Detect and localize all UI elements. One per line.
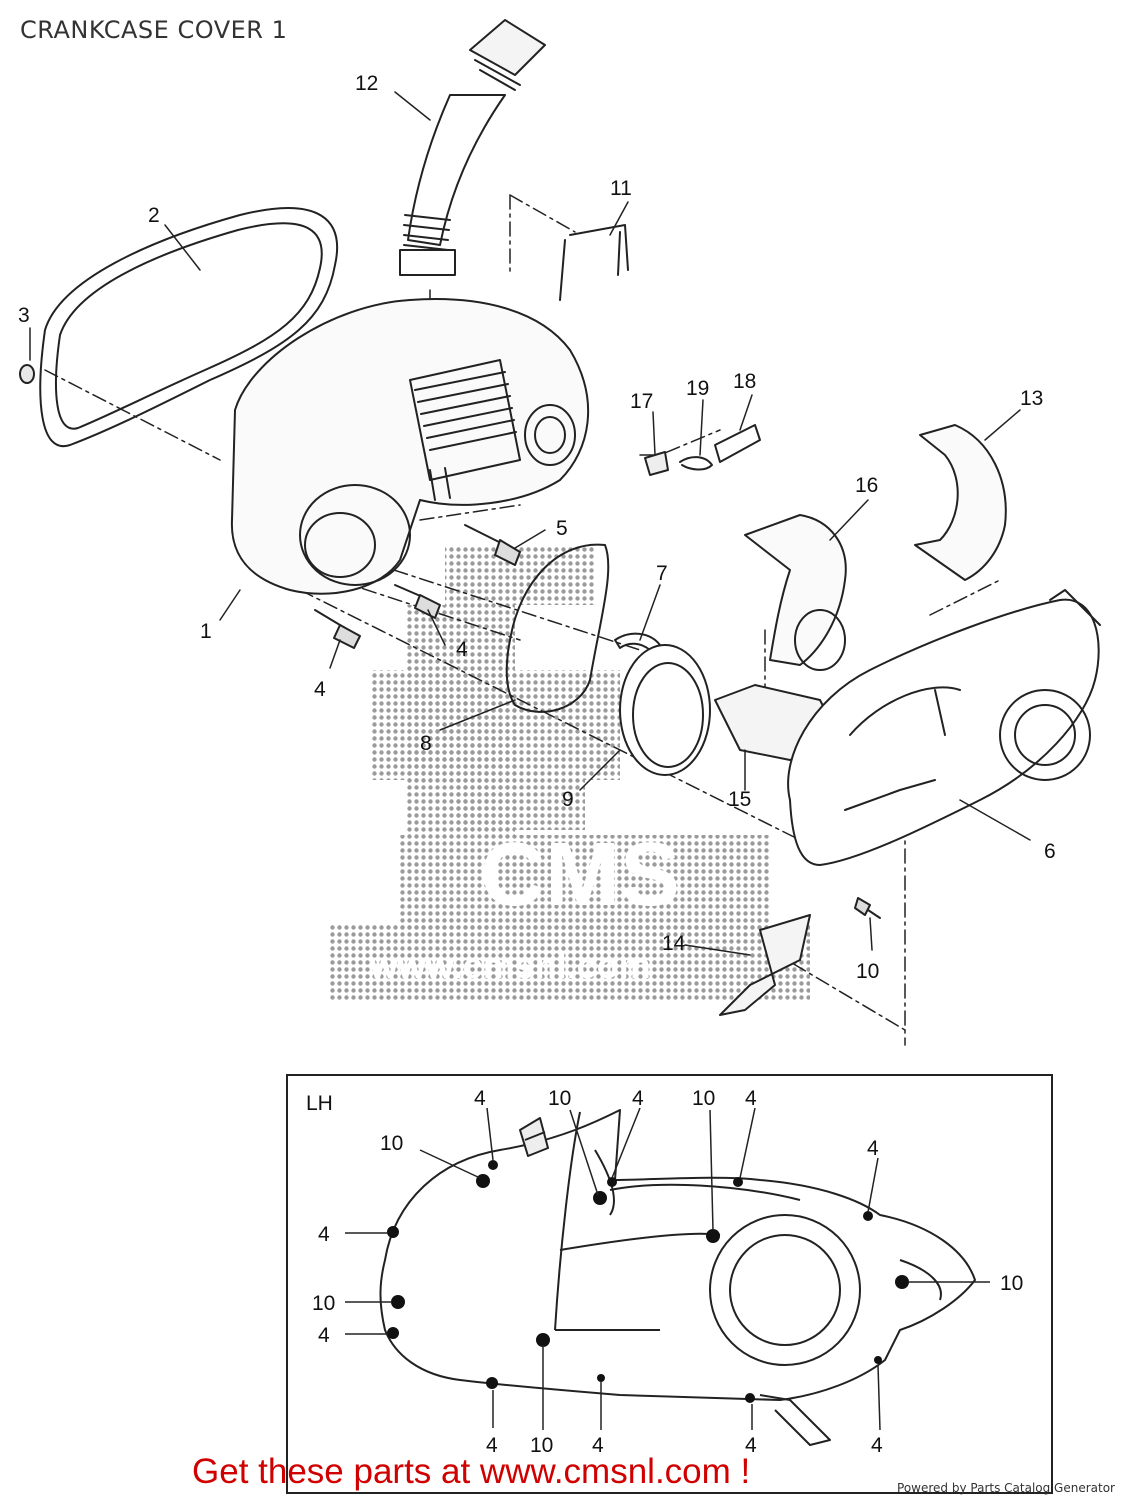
- callout-16: 16: [855, 474, 878, 497]
- callout-4-lower: 4: [314, 678, 326, 701]
- lh-inset: LH: [286, 1074, 1053, 1494]
- inset-right-label-1: 4: [867, 1137, 879, 1160]
- callout-6: 6: [1044, 840, 1056, 863]
- inset-left-label-2: 4: [318, 1223, 330, 1246]
- callout-7: 7: [656, 562, 668, 585]
- callout-14: 14: [662, 932, 686, 955]
- inset-top-label-1: 4: [474, 1087, 486, 1110]
- callout-4-upper: 4: [456, 638, 468, 661]
- page-title: CRANKCASE COVER 1: [20, 16, 288, 44]
- inset-cover-outline: [379, 1109, 976, 1401]
- watermark-subtext: www.cmsnl.com: [369, 945, 651, 986]
- inset-top-label-3: 4: [632, 1087, 644, 1110]
- part-18-pipe: [714, 424, 761, 463]
- part-6-outer-cover: [787, 589, 1101, 866]
- part-2-gasket: [39, 207, 339, 448]
- part-12-intake-duct: [399, 19, 546, 276]
- part-14-bracket: [719, 914, 811, 1016]
- inset-left-label-4: 4: [318, 1324, 330, 1347]
- callout-12: 12: [355, 72, 378, 95]
- powered-by-text: Powered by Parts Catalog Generator: [897, 1481, 1115, 1495]
- callout-8: 8: [420, 732, 432, 755]
- callout-17: 17: [630, 390, 653, 413]
- callout-3: 3: [18, 304, 30, 327]
- inset-top-label-2: 10: [548, 1087, 571, 1110]
- part-19-clip: [679, 456, 713, 471]
- inset-bottom-label-2: 10: [530, 1434, 553, 1457]
- callout-9: 9: [562, 788, 574, 811]
- inset-left-label-3: 10: [312, 1292, 335, 1315]
- callout-5: 5: [556, 517, 568, 540]
- part-8-gasket-ring: [505, 543, 610, 713]
- part-17-fitting: [644, 451, 669, 476]
- inset-bottom-label-5: 4: [871, 1434, 883, 1457]
- part-4-bolt-lower: [314, 609, 361, 649]
- callout-2: 2: [148, 204, 160, 227]
- inset-label: LH: [306, 1092, 333, 1115]
- part-4-bolt-upper: [394, 584, 441, 619]
- callout-leaders: [29, 91, 1031, 956]
- watermark-logo: CMS www.cmsnl.com: [330, 545, 810, 1000]
- part-10-bolt: [854, 897, 881, 919]
- inset-bottom-label-3: 4: [592, 1434, 604, 1457]
- callout-13: 13: [1020, 387, 1043, 410]
- part-9-cap: [619, 644, 711, 776]
- part-11-clip: [559, 224, 629, 301]
- get-parts-link[interactable]: Get these parts at www.cmsnl.com !: [192, 1452, 751, 1491]
- part-3-dowel: [19, 364, 35, 384]
- part-5-bolt: [464, 524, 521, 566]
- callout-15: 15: [728, 788, 751, 811]
- watermark-text: CMS: [480, 825, 680, 925]
- callout-10: 10: [856, 960, 879, 983]
- inset-bottom-label-4: 4: [745, 1434, 757, 1457]
- inset-bolt-markers: [387, 1160, 909, 1403]
- part-13-guard: [914, 424, 1007, 581]
- callout-19: 19: [686, 377, 709, 400]
- callout-18: 18: [733, 370, 756, 393]
- inset-leaders: [345, 1107, 990, 1431]
- inset-right-label-2: 10: [1000, 1272, 1023, 1295]
- inset-left-label-1: 10: [380, 1132, 403, 1155]
- part-1-crankcase-cover: [230, 298, 590, 595]
- callout-1: 1: [200, 620, 212, 643]
- callout-11: 11: [610, 177, 632, 200]
- inset-bottom-label-1: 4: [486, 1434, 498, 1457]
- part-16-duct-cover: [744, 514, 847, 666]
- inset-top-label-5: 4: [745, 1087, 757, 1110]
- inset-top-label-4: 10: [692, 1087, 715, 1110]
